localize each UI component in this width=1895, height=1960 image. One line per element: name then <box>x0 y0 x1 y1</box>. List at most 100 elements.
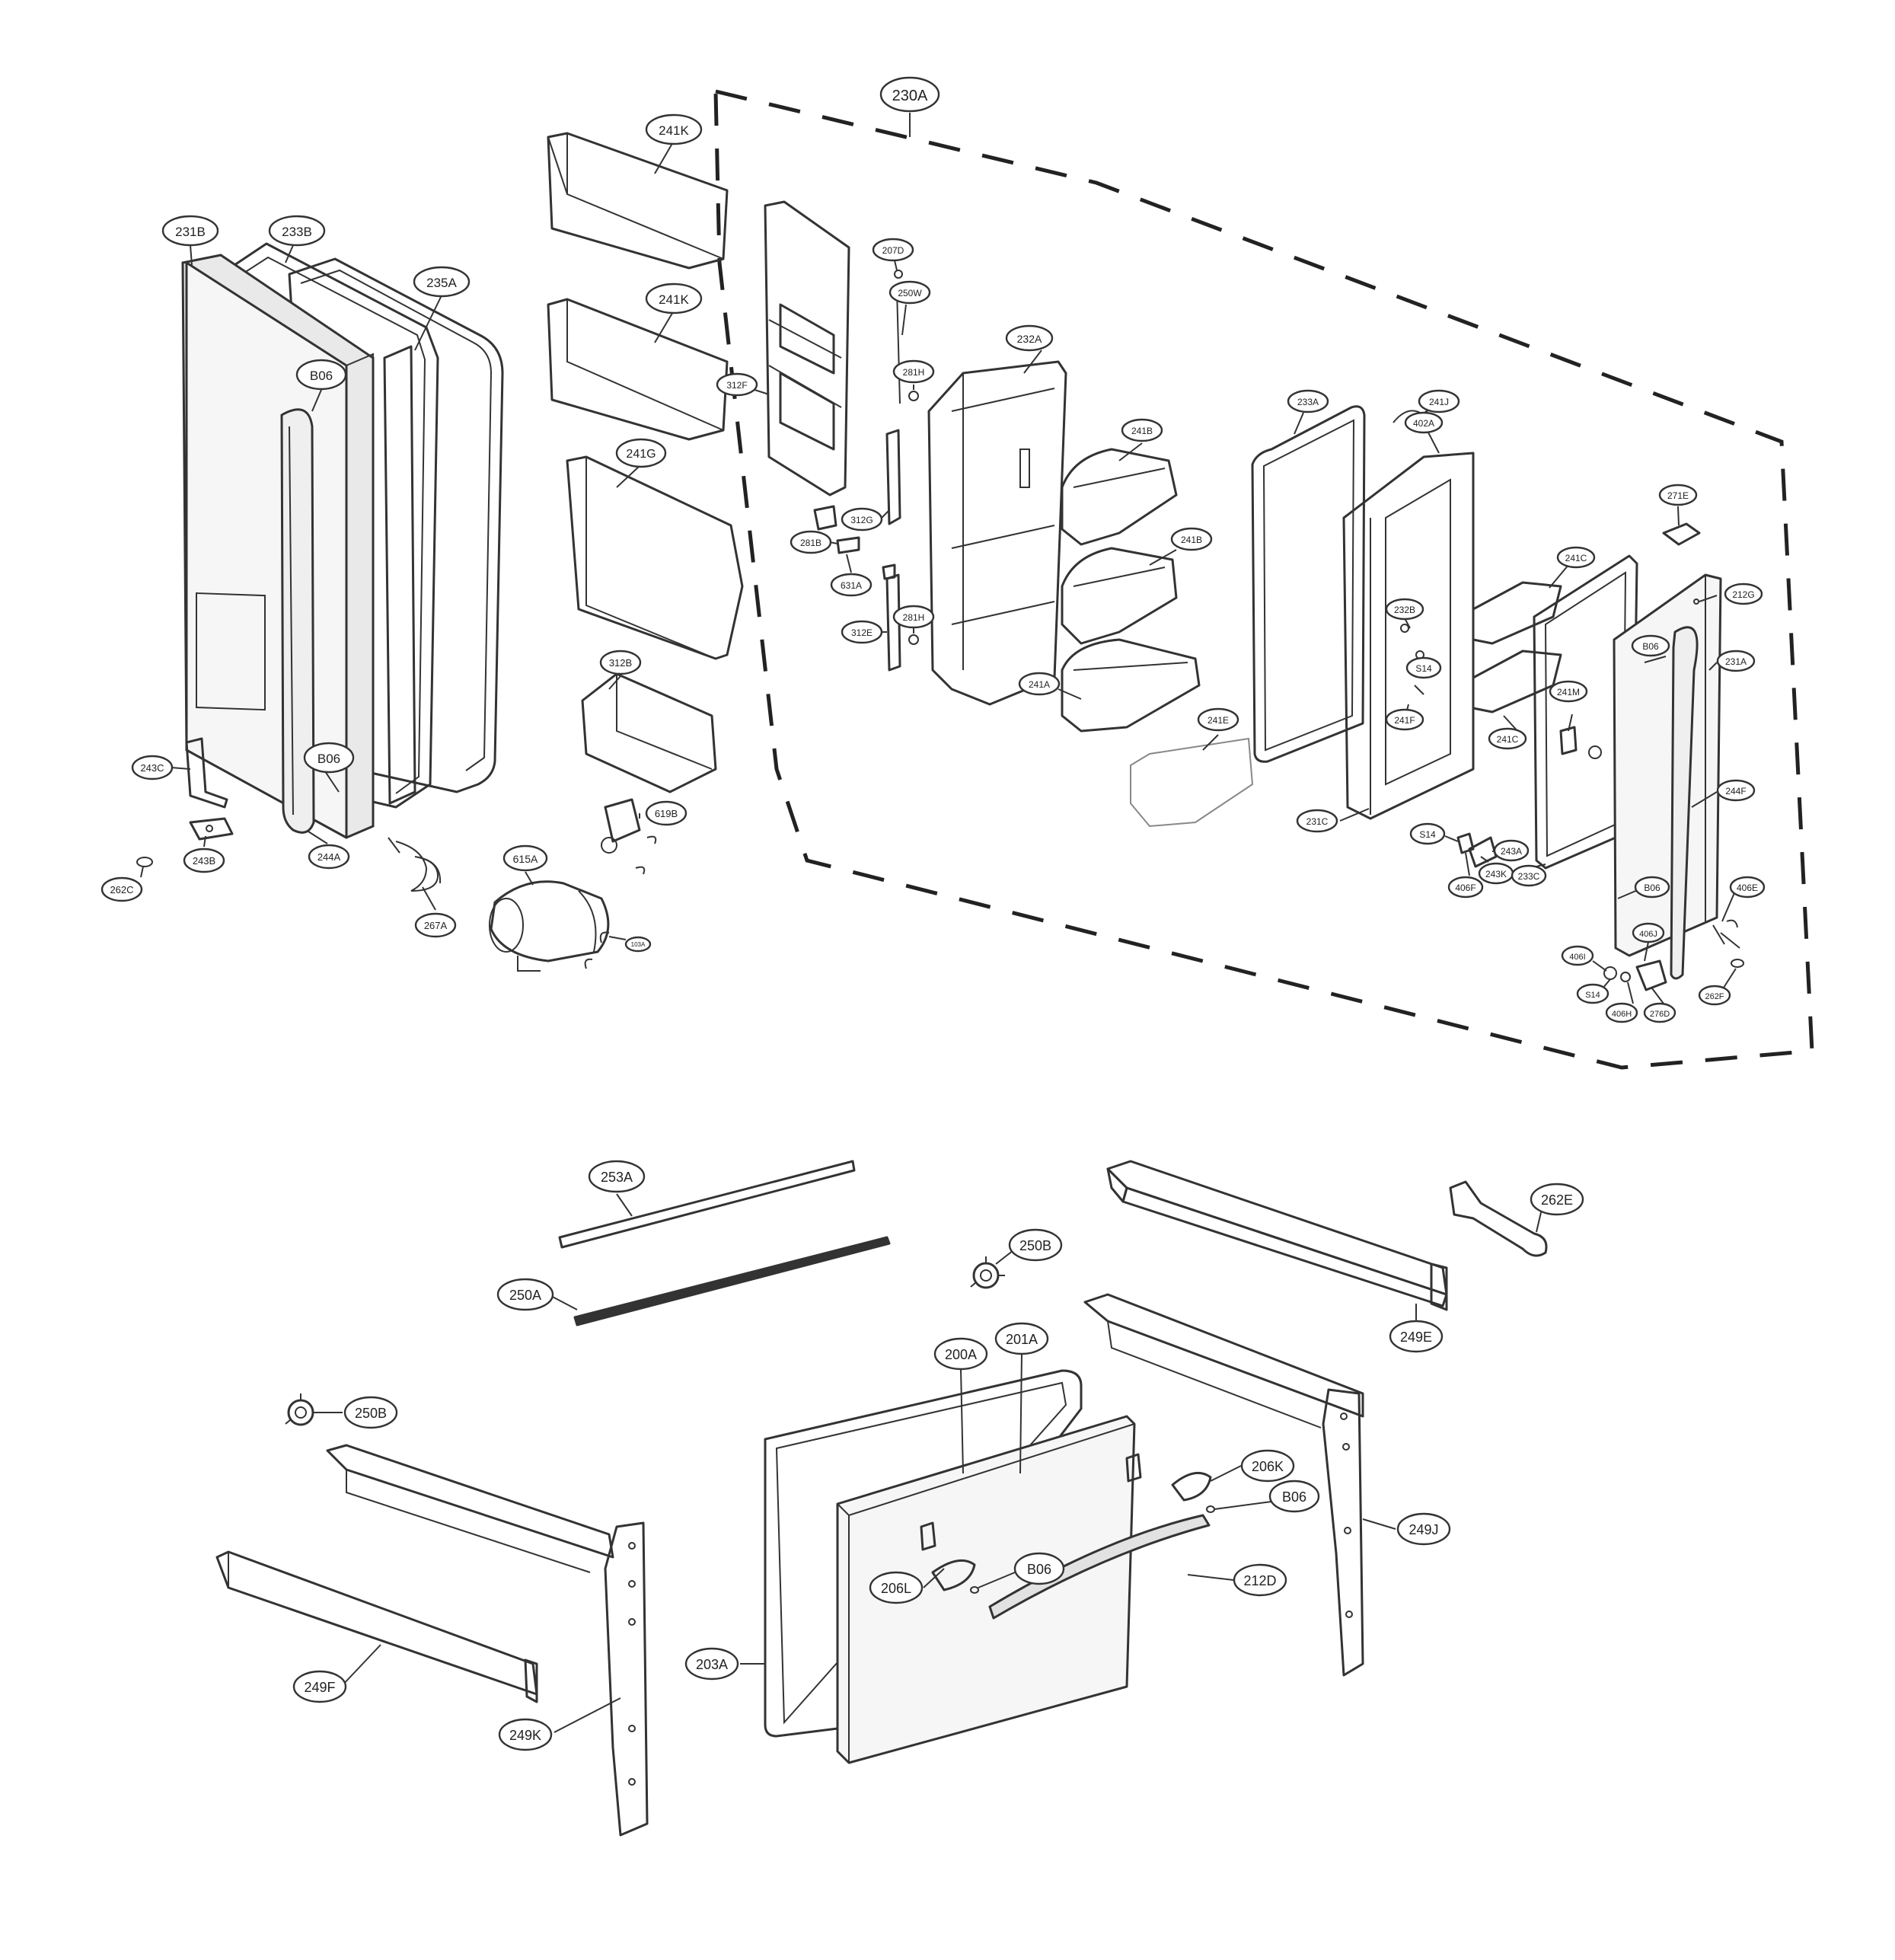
callout-619B: 619B <box>645 800 687 826</box>
svg-text:262E: 262E <box>1541 1192 1573 1208</box>
callout-253A: 253A <box>588 1160 646 1193</box>
svg-text:244A: 244A <box>317 851 341 863</box>
callout-233C: 233C <box>1511 864 1547 887</box>
callout-271E: 271E <box>1658 484 1698 506</box>
svg-text:406E: 406E <box>1737 883 1758 893</box>
callout-250B: 250B <box>1008 1228 1063 1262</box>
svg-text:241J: 241J <box>1429 397 1449 407</box>
svg-text:312E: 312E <box>851 627 873 638</box>
callout-406E: 406E <box>1729 876 1766 899</box>
svg-text:267A: 267A <box>424 920 448 931</box>
door-liner-group <box>1251 405 1475 820</box>
svg-text:200A: 200A <box>945 1347 977 1362</box>
svg-text:B06: B06 <box>310 369 333 383</box>
svg-text:232B: 232B <box>1394 605 1415 615</box>
svg-text:276D: 276D <box>1650 1010 1670 1019</box>
callout-241M: 241M <box>1549 680 1588 703</box>
pinion-gears <box>285 1256 1005 1426</box>
callout-B06: B06 <box>1631 634 1670 657</box>
svg-text:206K: 206K <box>1252 1459 1284 1474</box>
svg-text:406J: 406J <box>1639 930 1657 939</box>
callout-B06: B06 <box>295 359 347 391</box>
right-door-assembly <box>1456 522 1744 991</box>
callout-243K: 243K <box>1478 862 1514 885</box>
svg-text:232A: 232A <box>1017 333 1042 345</box>
svg-text:615A: 615A <box>513 853 538 865</box>
svg-text:231B: 231B <box>175 225 206 239</box>
svg-text:B06: B06 <box>1642 641 1659 652</box>
svg-text:S14: S14 <box>1415 663 1432 674</box>
callout-241C: 241C <box>1556 546 1596 569</box>
svg-text:243C: 243C <box>140 762 164 774</box>
callout-241B: 241B <box>1121 418 1163 442</box>
svg-text:631A: 631A <box>841 580 862 591</box>
svg-text:243K: 243K <box>1485 869 1507 879</box>
svg-text:250B: 250B <box>1019 1238 1051 1253</box>
svg-text:619B: 619B <box>655 808 678 819</box>
svg-text:243A: 243A <box>1501 846 1522 857</box>
callout-249J: 249J <box>1396 1512 1451 1546</box>
svg-text:241A: 241A <box>1029 679 1050 690</box>
callout-249F: 249F <box>292 1670 347 1703</box>
svg-text:243B: 243B <box>193 855 215 867</box>
svg-text:406I: 406I <box>1569 953 1585 962</box>
svg-text:S14: S14 <box>1585 991 1600 1000</box>
callout-B06: B06 <box>1013 1552 1065 1585</box>
callout-S14: S14 <box>1409 822 1446 845</box>
svg-text:244F: 244F <box>1725 786 1746 796</box>
svg-text:212G: 212G <box>1732 589 1754 600</box>
svg-text:241B: 241B <box>1131 426 1153 436</box>
callout-103A: 103A <box>624 936 652 953</box>
svg-text:250B: 250B <box>355 1406 387 1421</box>
callout-206K: 206K <box>1240 1449 1295 1483</box>
svg-text:241G: 241G <box>626 448 656 461</box>
callout-233B: 233B <box>268 215 326 247</box>
svg-text:312B: 312B <box>609 657 632 669</box>
svg-text:235A: 235A <box>426 276 457 290</box>
callout-233A: 233A <box>1287 389 1329 413</box>
callout-241A: 241A <box>1018 672 1061 696</box>
callout-262E: 262E <box>1530 1183 1584 1216</box>
callout-206L: 206L <box>869 1571 924 1604</box>
svg-text:249K: 249K <box>509 1728 541 1743</box>
callout-231C: 231C <box>1296 809 1338 833</box>
svg-text:406F: 406F <box>1455 883 1475 893</box>
svg-text:281H: 281H <box>903 612 925 623</box>
callout-243C: 243C <box>131 755 174 780</box>
callout-243B: 243B <box>183 848 225 873</box>
callout-406H: 406H <box>1605 1002 1638 1023</box>
lower-rails <box>558 1160 1548 1326</box>
svg-text:B06: B06 <box>317 752 340 766</box>
callout-241E: 241E <box>1197 707 1239 732</box>
callout-406I: 406I <box>1561 945 1594 966</box>
callout-276D: 276D <box>1643 1002 1676 1023</box>
svg-text:S14: S14 <box>1419 829 1436 840</box>
callout-241K: 241K <box>645 283 703 314</box>
svg-text:233C: 233C <box>1518 871 1540 882</box>
svg-text:241K: 241K <box>659 292 689 307</box>
callout-249K: 249K <box>498 1718 553 1751</box>
svg-text:203A: 203A <box>696 1657 728 1672</box>
svg-text:271E: 271E <box>1667 490 1689 501</box>
callout-281H: 281H <box>892 605 935 629</box>
svg-text:241F: 241F <box>1394 715 1415 726</box>
drawer-slides <box>215 1293 1364 1837</box>
callout-406F: 406F <box>1447 876 1484 899</box>
svg-text:281H: 281H <box>903 367 925 378</box>
callout-244A: 244A <box>308 844 350 870</box>
svg-text:230A: 230A <box>892 88 928 104</box>
svg-text:207D: 207D <box>882 245 904 256</box>
svg-text:241M: 241M <box>1557 687 1580 697</box>
svg-text:B06: B06 <box>1027 1562 1051 1577</box>
svg-text:262C: 262C <box>110 884 133 895</box>
svg-text:241E: 241E <box>1208 715 1229 726</box>
callout-B06: B06 <box>1634 876 1670 899</box>
callout-235A: 235A <box>413 266 471 298</box>
svg-text:250A: 250A <box>509 1288 541 1303</box>
callout-262F: 262F <box>1698 985 1731 1006</box>
left-door-assembly <box>136 242 504 892</box>
callout-312B: 312B <box>599 650 642 675</box>
callout-B06: B06 <box>303 742 355 774</box>
callout-250B: 250B <box>343 1396 398 1429</box>
